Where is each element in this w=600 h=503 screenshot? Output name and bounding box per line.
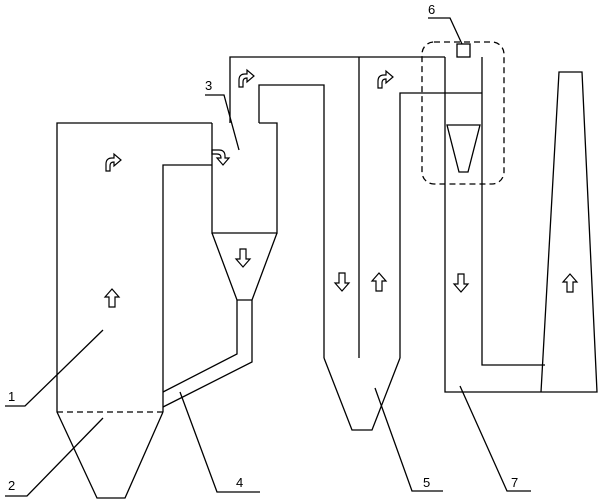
arrow-down-icon (334, 272, 350, 292)
return-leg (162, 300, 253, 408)
secondary-cyclone (421, 41, 545, 366)
primary-cyclone (211, 84, 325, 358)
label-5: 5 (423, 475, 430, 490)
turn-arrow-icon (238, 69, 255, 88)
top-duct (229, 56, 445, 358)
flow-arrows (104, 69, 578, 308)
riser-column (56, 122, 212, 412)
label-2: 2 (8, 478, 15, 493)
arrow-up-icon (562, 273, 578, 293)
arrow-up-icon (371, 272, 387, 292)
turn-arrow-icon (105, 153, 122, 172)
turn-arrow-icon (211, 149, 230, 166)
turn-arrow-icon (377, 70, 394, 89)
label-6: 6 (428, 2, 435, 17)
arrow-down-icon (235, 248, 251, 268)
bottom-hopper (56, 410, 164, 499)
collector-vessel (323, 92, 445, 431)
label-1: 1 (8, 389, 15, 404)
arrow-down-icon (453, 273, 469, 293)
labels: 1 2 3 4 5 6 7 (8, 2, 518, 493)
label-4: 4 (236, 475, 243, 490)
leader-lines (5, 17, 531, 497)
label-3: 3 (205, 78, 212, 93)
stack (444, 71, 598, 393)
arrow-up-icon (104, 288, 120, 308)
label-7: 7 (511, 475, 518, 490)
